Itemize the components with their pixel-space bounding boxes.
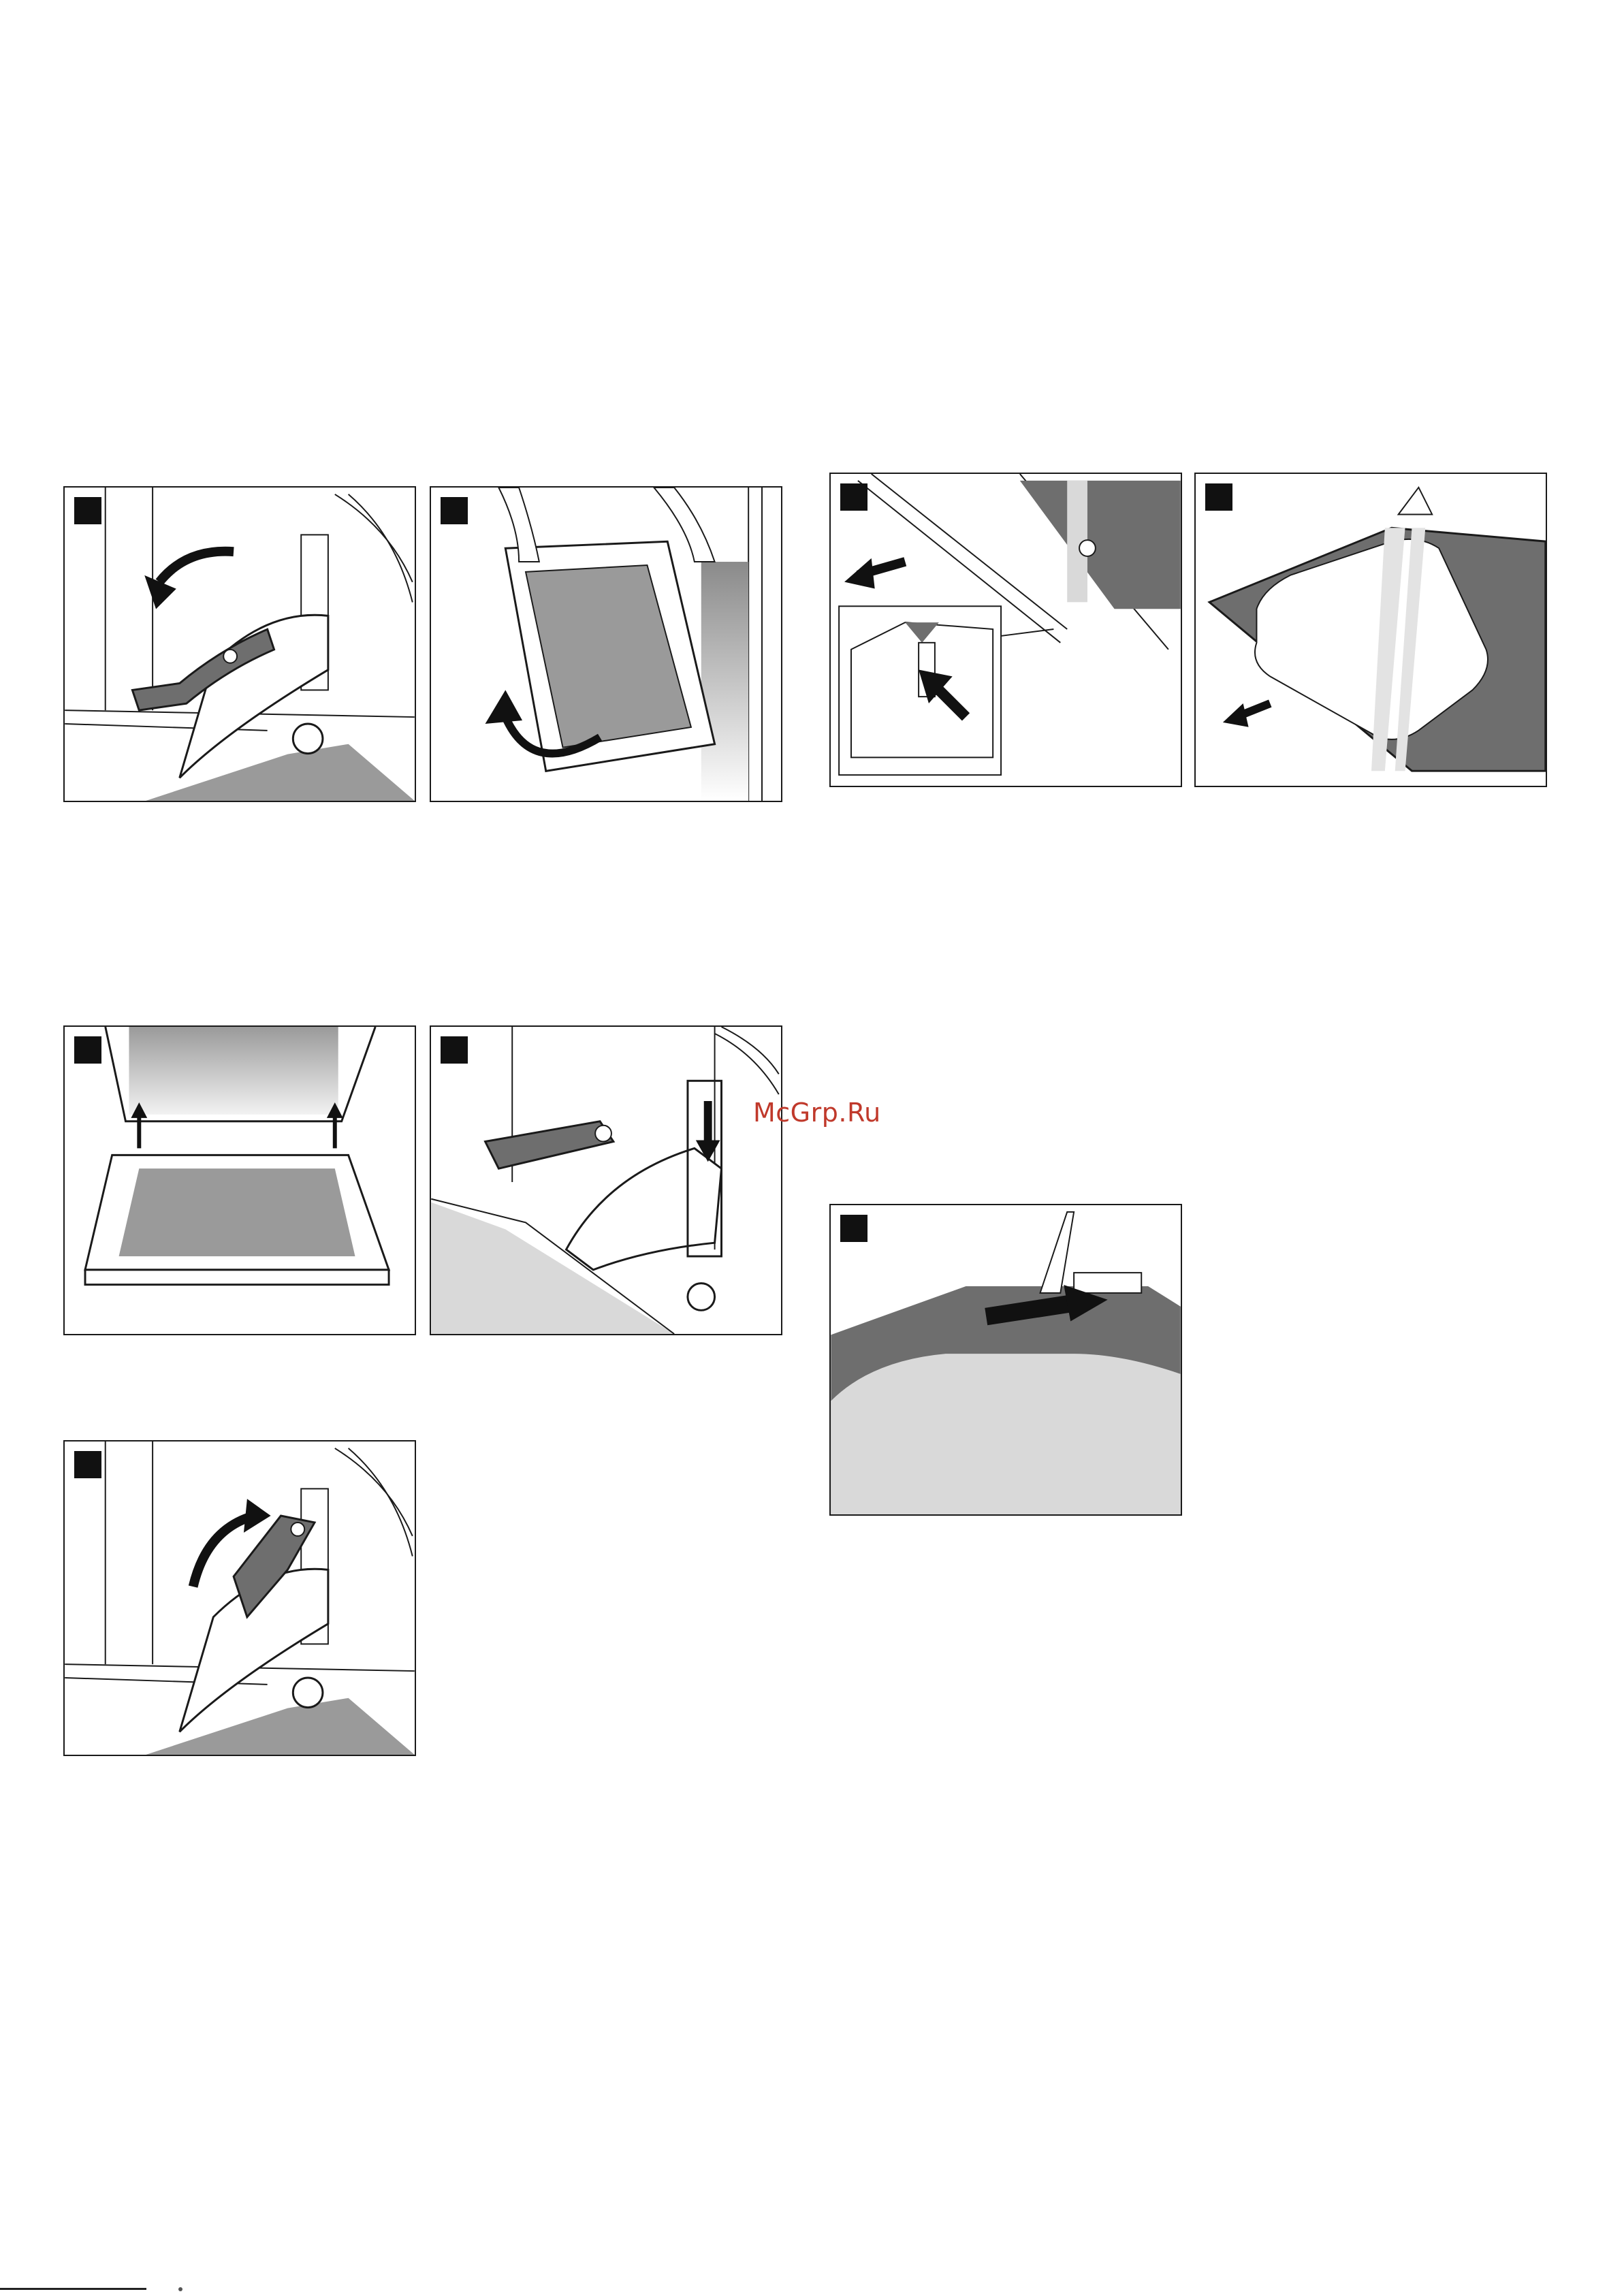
step-marker: [74, 1036, 101, 1064]
footer-dot: [178, 2287, 182, 2291]
hinge-lever-up-icon: [65, 1441, 415, 1755]
cover-clip-icon: [831, 474, 1181, 786]
hinge-slot-icon: [431, 1027, 781, 1334]
illustration-door-removal: [430, 486, 782, 802]
illustration-cover-clip: [829, 473, 1182, 787]
illustration-hinge-slot: [430, 1025, 782, 1335]
step-marker: [74, 1451, 101, 1478]
step-marker: [1205, 483, 1232, 511]
panel-slide-icon: [831, 1205, 1181, 1514]
step-marker: [840, 1215, 867, 1242]
step-marker: [74, 497, 101, 524]
illustration-hinge-unlock: [63, 486, 416, 802]
hinge-lever-down-icon: [65, 488, 415, 801]
inner-glass-icon: [1196, 474, 1546, 786]
illustration-hinge-lock: [63, 1440, 416, 1756]
illustration-glass-hooks: [63, 1025, 416, 1335]
glass-hooks-icon: [65, 1027, 415, 1334]
door-removal-icon: [431, 488, 781, 801]
step-marker: [441, 1036, 468, 1064]
illustration-inner-glass: [1194, 473, 1547, 787]
watermark-text: McGrp.Ru: [753, 1098, 881, 1128]
illustration-panel-slide: [829, 1204, 1182, 1516]
footer-rule: [0, 2288, 146, 2290]
step-marker: [441, 497, 468, 524]
step-marker: [840, 483, 867, 511]
